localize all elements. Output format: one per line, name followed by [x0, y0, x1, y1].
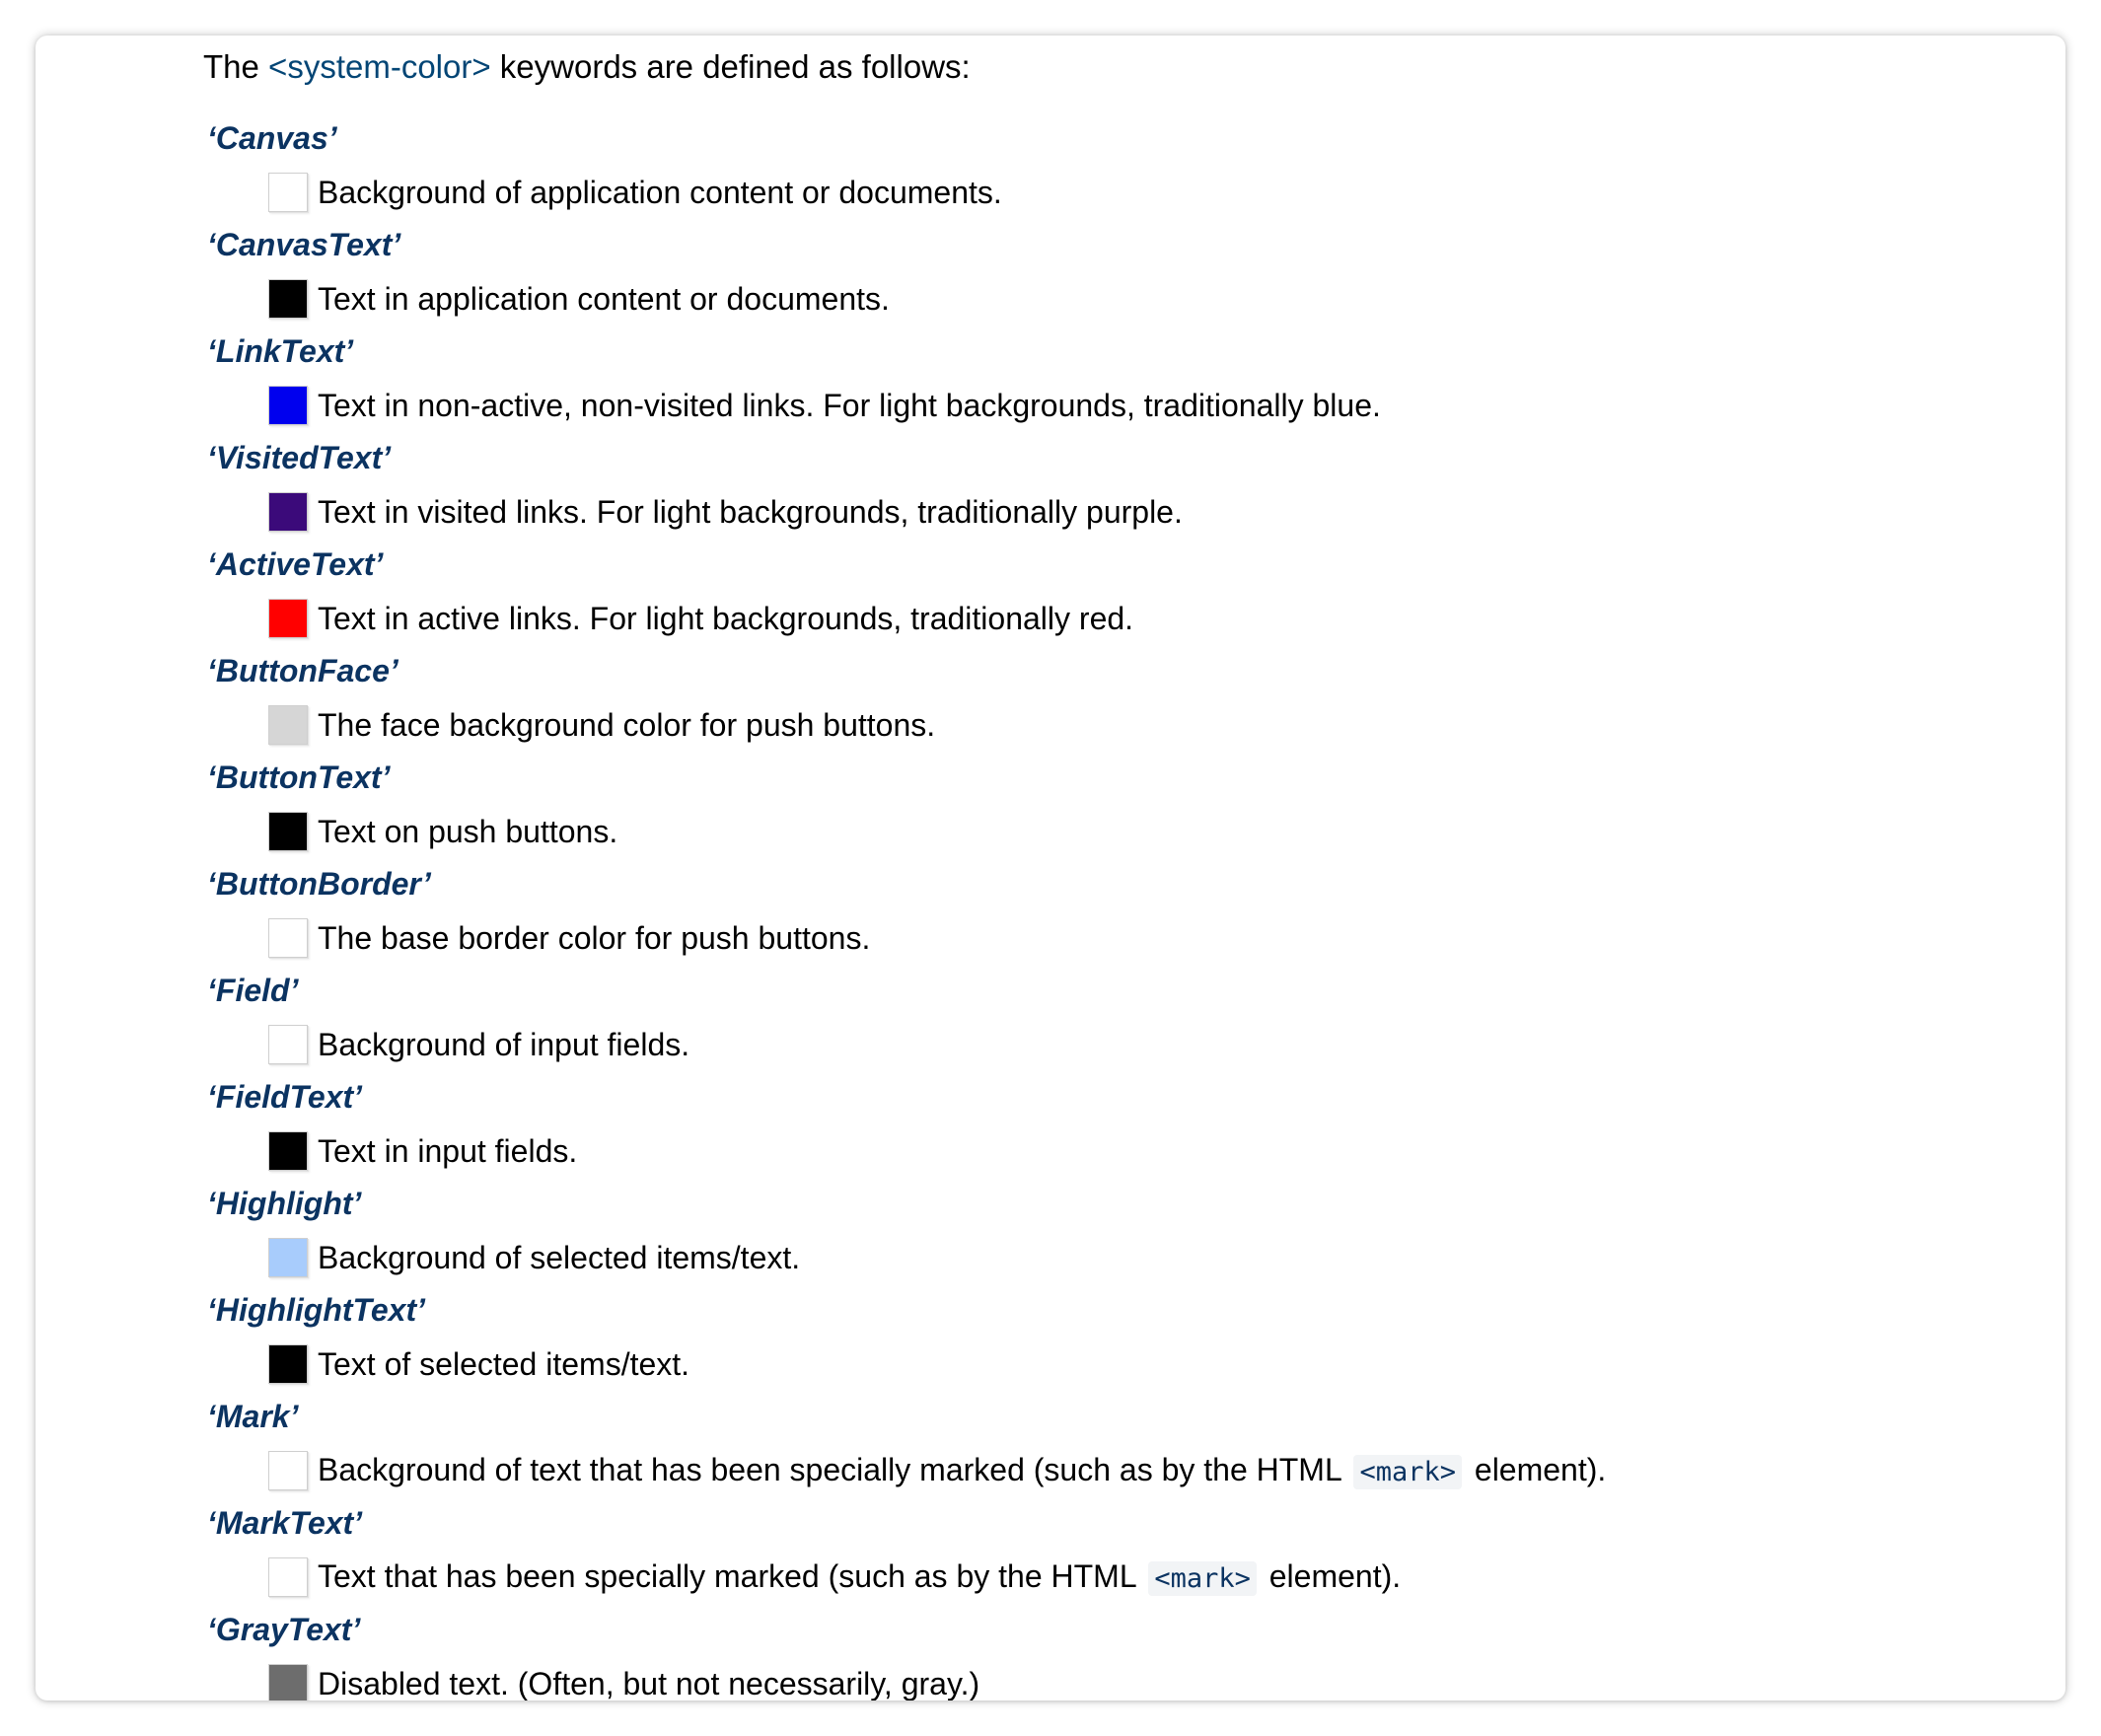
definition-text-after: element). — [1466, 1451, 1607, 1487]
color-swatch — [268, 1664, 308, 1700]
keyword-term[interactable]: ‘Canvas’ — [207, 120, 337, 156]
keyword-definition: The base border color for push buttons. — [203, 911, 2026, 965]
keyword-term[interactable]: ‘CanvasText’ — [207, 227, 401, 262]
definition-text: Text in visited links. For light backgro… — [318, 494, 1183, 530]
definition-text-after: element). — [1260, 1557, 1402, 1594]
color-swatch — [268, 173, 308, 212]
intro-after: keywords are defined as follows: — [490, 48, 971, 85]
color-swatch — [268, 918, 308, 958]
definition-text: Text in application content or documents… — [318, 281, 890, 317]
keyword-term[interactable]: ‘ButtonFace’ — [207, 653, 398, 688]
definition-text: Background of selected items/text. — [318, 1240, 801, 1275]
definition-text: The base border color for push buttons. — [318, 920, 871, 956]
keyword-definition: Background of selected items/text. — [203, 1231, 2026, 1284]
color-swatch — [268, 1131, 308, 1171]
keyword-term[interactable]: ‘VisitedText’ — [207, 440, 392, 475]
definition-text: Background of input fields. — [318, 1027, 690, 1062]
keyword-term[interactable]: ‘GrayText’ — [207, 1612, 361, 1647]
color-swatch — [268, 1557, 308, 1597]
keyword-definition: Disabled text. (Often, but not necessari… — [203, 1657, 2026, 1700]
mark-element-code[interactable]: <mark> — [1353, 1454, 1462, 1489]
definition-text: Text on push buttons. — [318, 814, 618, 849]
color-swatch — [268, 1238, 308, 1277]
definition-text-before: Text that has been specially marked (suc… — [318, 1557, 1145, 1594]
definition-text: Background of application content or doc… — [318, 175, 1002, 210]
document-frame: The <system-color> keywords are defined … — [36, 36, 2065, 1700]
keyword-definition: Text of selected items/text. — [203, 1338, 2026, 1391]
mark-element-code[interactable]: <mark> — [1148, 1560, 1257, 1596]
intro-before: The — [203, 48, 269, 85]
keyword-definition: Text on push buttons. — [203, 805, 2026, 858]
definition-text: Text in input fields. — [318, 1133, 578, 1169]
keyword-definition: Text in active links. For light backgrou… — [203, 592, 2026, 645]
keyword-definition: Background of input fields. — [203, 1018, 2026, 1071]
keyword-term[interactable]: ‘Field’ — [207, 973, 299, 1008]
keyword-term[interactable]: ‘HighlightText’ — [207, 1292, 426, 1328]
definition-text: Text of selected items/text. — [318, 1346, 690, 1382]
keyword-definition: Text in non-active, non-visited links. F… — [203, 379, 2026, 432]
definition-text: Text in active links. For light backgrou… — [318, 601, 1134, 636]
color-swatch — [268, 705, 308, 745]
keyword-definition: Background of text that has been special… — [203, 1444, 2026, 1497]
keyword-term[interactable]: ‘ButtonText’ — [207, 760, 391, 795]
color-swatch — [268, 1025, 308, 1064]
color-swatch — [268, 812, 308, 851]
keyword-definition-list: ‘Canvas’ Background of application conten… — [203, 112, 2026, 1700]
keyword-definition: Text that has been specially marked (suc… — [203, 1551, 2026, 1604]
spec-content: The <system-color> keywords are defined … — [203, 45, 2026, 1700]
color-swatch — [268, 1344, 308, 1384]
keyword-term[interactable]: ‘Mark’ — [207, 1399, 299, 1434]
intro-paragraph: The <system-color> keywords are defined … — [203, 45, 2026, 89]
definition-text: Text in non-active, non-visited links. F… — [318, 388, 1381, 423]
keyword-definition: Text in input fields. — [203, 1124, 2026, 1178]
system-color-type-link[interactable]: <system-color> — [268, 48, 491, 85]
keyword-term[interactable]: ‘FieldText’ — [207, 1079, 363, 1115]
color-swatch — [268, 386, 308, 425]
keyword-term[interactable]: ‘ActiveText’ — [207, 546, 384, 582]
definition-text: Background of text that has been special… — [318, 1448, 1606, 1494]
keyword-definition: The face background color for push butto… — [203, 698, 2026, 752]
keyword-term[interactable]: ‘Highlight’ — [207, 1186, 362, 1221]
color-swatch — [268, 492, 308, 532]
keyword-term[interactable]: ‘LinkText’ — [207, 333, 354, 369]
definition-text: Text that has been specially marked (suc… — [318, 1555, 1401, 1601]
color-swatch — [268, 279, 308, 319]
keyword-definition: Text in application content or documents… — [203, 272, 2026, 326]
color-swatch — [268, 1451, 308, 1490]
keyword-term[interactable]: ‘MarkText’ — [207, 1505, 363, 1541]
keyword-definition: Text in visited links. For light backgro… — [203, 485, 2026, 539]
definition-text-before: Background of text that has been special… — [318, 1451, 1350, 1487]
definition-text: The face background color for push butto… — [318, 707, 936, 743]
definition-text: Disabled text. (Often, but not necessari… — [318, 1666, 980, 1700]
keyword-term[interactable]: ‘ButtonBorder’ — [207, 866, 431, 902]
keyword-definition: Background of application content or doc… — [203, 166, 2026, 219]
color-swatch — [268, 599, 308, 638]
